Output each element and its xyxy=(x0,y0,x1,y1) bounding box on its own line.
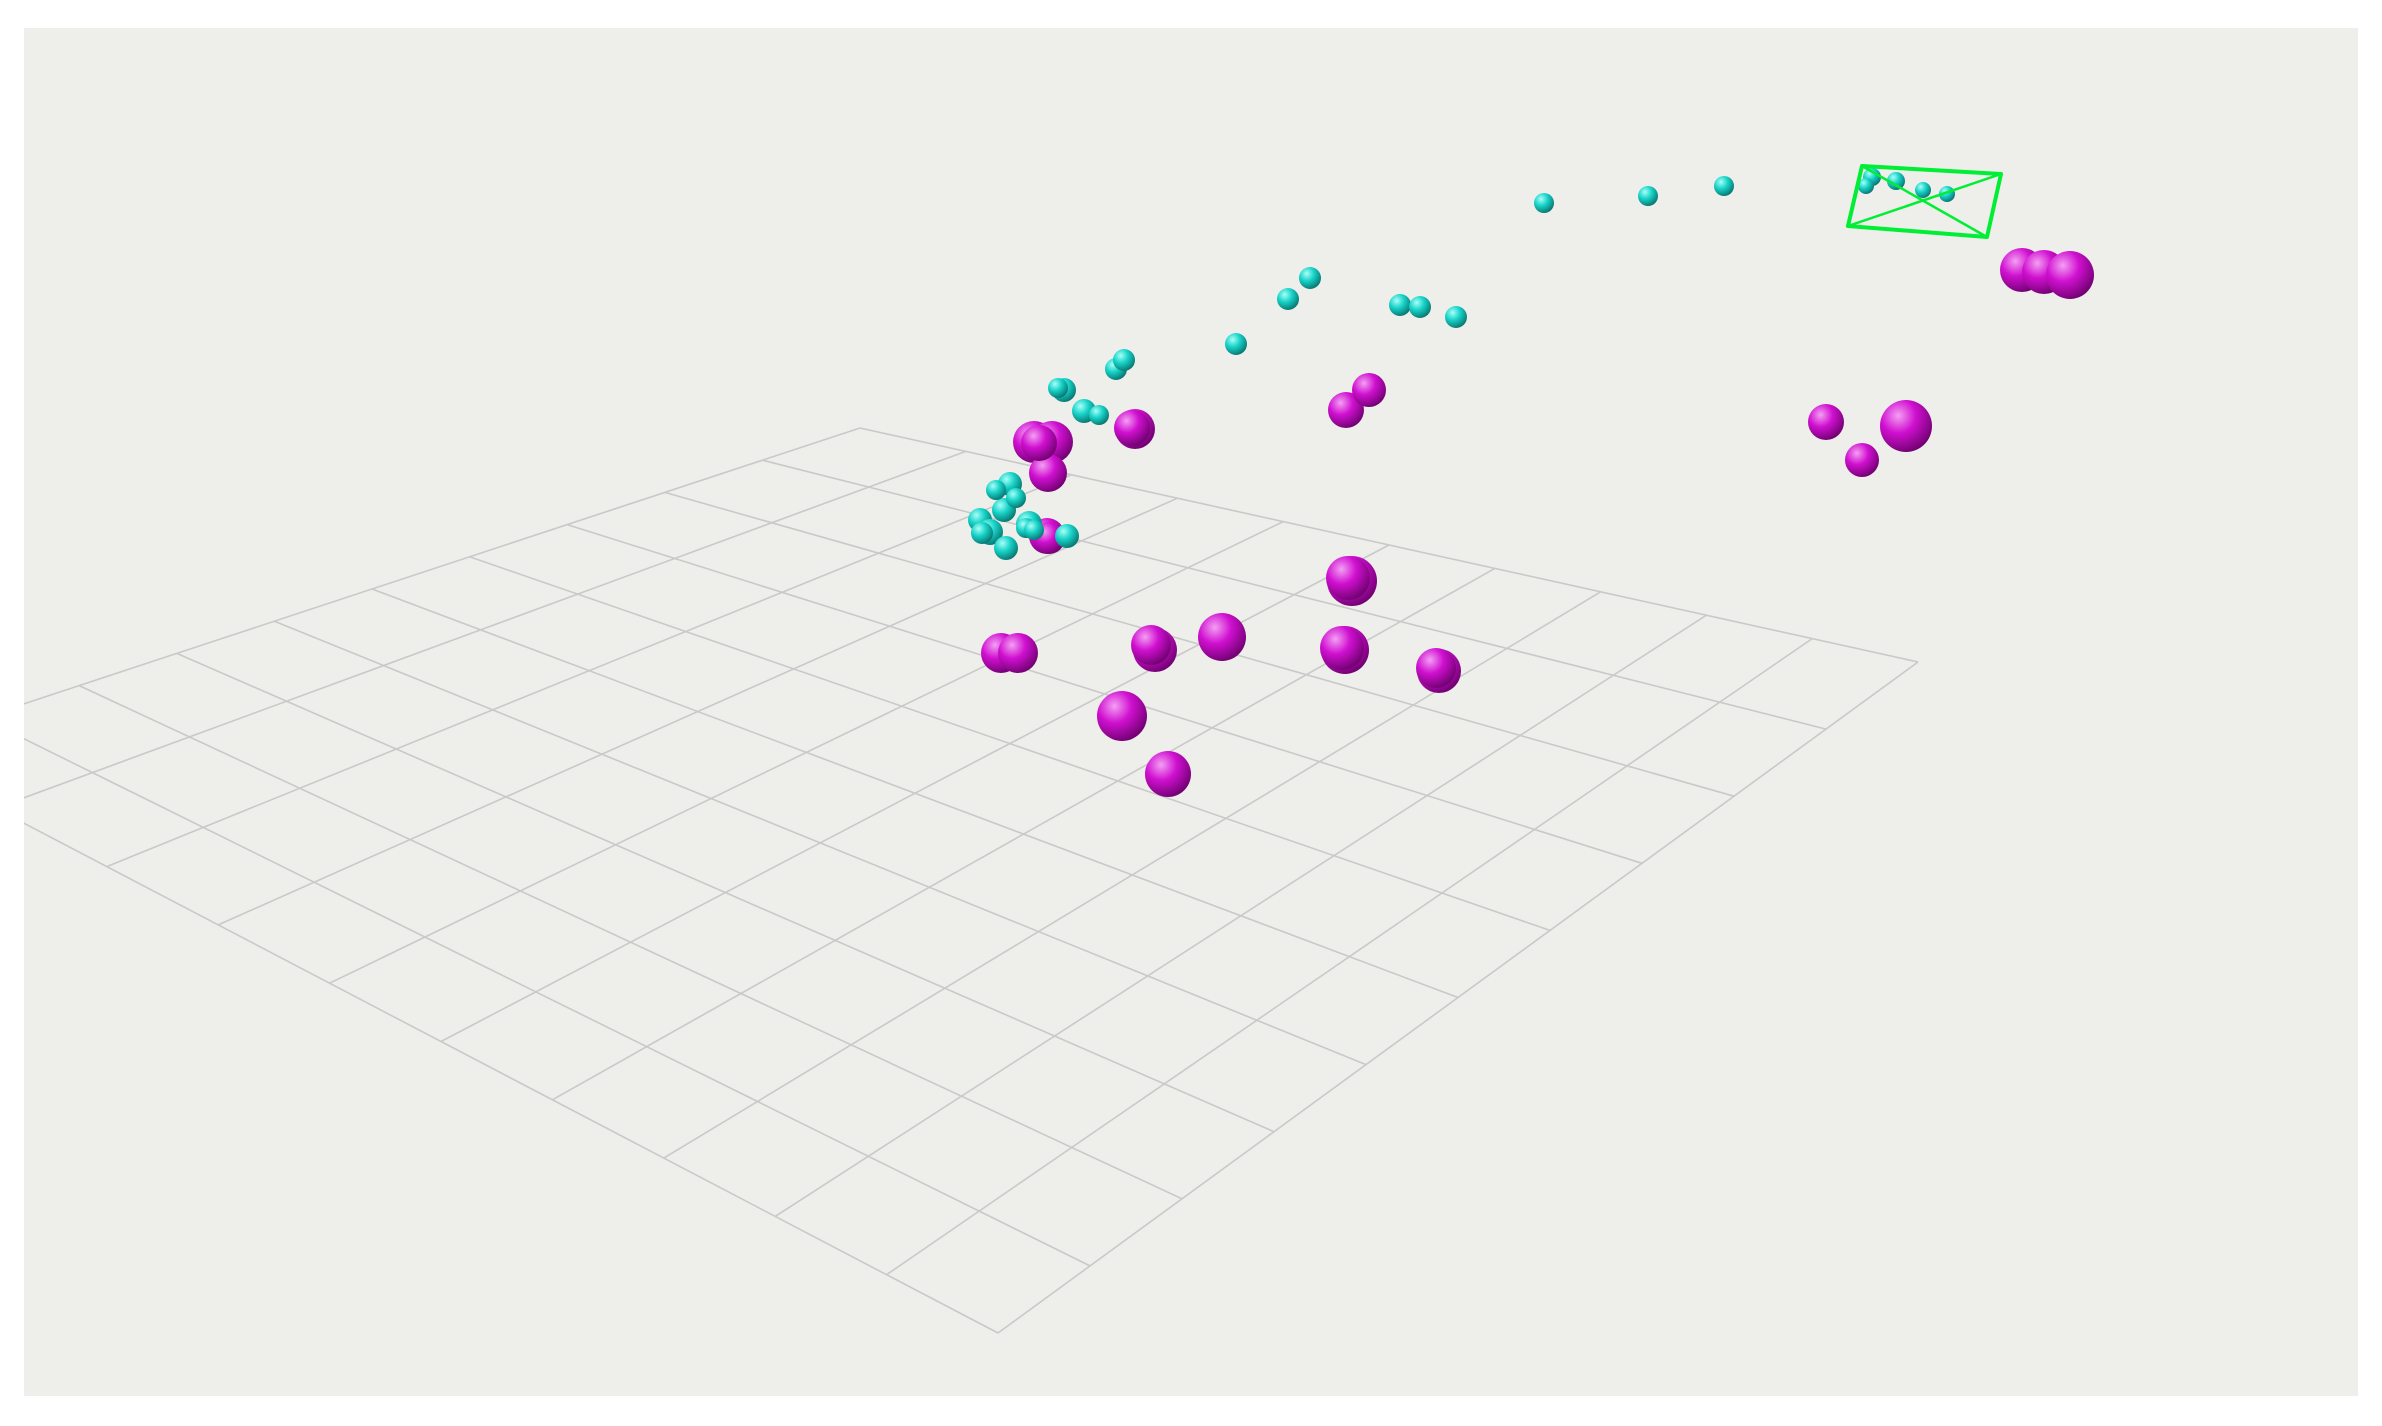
trajectory-point-24 xyxy=(1915,182,1931,198)
landmark-point-14 xyxy=(1145,751,1191,797)
trajectory-point-27 xyxy=(971,522,993,544)
landmark-point-30 xyxy=(1416,648,1456,688)
trajectory-point-29 xyxy=(1006,488,1026,508)
landmark-point-10 xyxy=(998,633,1038,673)
trajectory-point-28 xyxy=(986,480,1006,500)
landmark-points xyxy=(981,248,2094,797)
landmark-point-27 xyxy=(1131,625,1171,665)
frustum-diagonal-1 xyxy=(1861,164,1988,239)
trajectory-point-32 xyxy=(1024,520,1044,540)
trajectory-point-21 xyxy=(1714,176,1734,196)
grid-line-u-0 xyxy=(24,427,861,705)
trajectory-point-14 xyxy=(1277,288,1299,310)
trajectory-point-13 xyxy=(1225,333,1247,355)
landmark-point-6 xyxy=(1328,392,1364,428)
grid-line-v-6 xyxy=(274,620,1367,1066)
trajectory-point-30 xyxy=(1048,378,1068,398)
landmark-point-23 xyxy=(2046,251,2094,299)
ground-grid xyxy=(24,427,1919,1334)
landmark-point-26 xyxy=(1114,410,1150,446)
3d-viewport[interactable] xyxy=(24,28,2358,1396)
scene-canvas[interactable] xyxy=(24,28,2358,1396)
landmark-point-25 xyxy=(1021,425,1057,461)
grid-line-v-10 xyxy=(24,822,999,1334)
landmark-point-19 xyxy=(1845,443,1879,477)
landmark-point-3 xyxy=(1029,454,1067,492)
trajectory-point-8 xyxy=(994,536,1018,560)
trajectory-point-12 xyxy=(1113,349,1135,371)
grid-line-v-7 xyxy=(176,652,1275,1133)
trajectory-point-31 xyxy=(1089,405,1109,425)
trajectory-point-17 xyxy=(1409,296,1431,318)
grid-line-v-8 xyxy=(78,684,1183,1200)
grid-line-u-10 xyxy=(997,661,1919,1334)
landmark-point-12 xyxy=(1198,613,1246,661)
trajectory-point-26 xyxy=(1858,178,1874,194)
frustum-diagonal-2 xyxy=(1847,172,2002,228)
trajectory-point-6 xyxy=(1055,524,1079,548)
trajectory-point-16 xyxy=(1389,294,1411,316)
grid-line-v-5 xyxy=(371,588,1459,999)
grid-line-v-9 xyxy=(24,737,1091,1267)
landmark-point-28 xyxy=(1326,556,1370,600)
grid-line-u-8 xyxy=(774,614,1707,1218)
grid-line-u-1 xyxy=(24,450,967,799)
trajectory-point-19 xyxy=(1534,193,1554,213)
landmark-point-29 xyxy=(1320,626,1364,670)
landmark-point-20 xyxy=(1880,400,1932,452)
trajectory-point-23 xyxy=(1887,172,1905,190)
trajectory-points xyxy=(968,168,1955,560)
landmark-point-18 xyxy=(1808,404,1844,440)
trajectory-point-15 xyxy=(1299,267,1321,289)
grid-line-u-9 xyxy=(886,637,1813,1276)
landmark-point-13 xyxy=(1097,691,1147,741)
trajectory-point-20 xyxy=(1638,186,1658,206)
camera-frustum xyxy=(1846,164,2003,239)
trajectory-point-18 xyxy=(1445,306,1467,328)
landmark-point-7 xyxy=(1352,373,1386,407)
